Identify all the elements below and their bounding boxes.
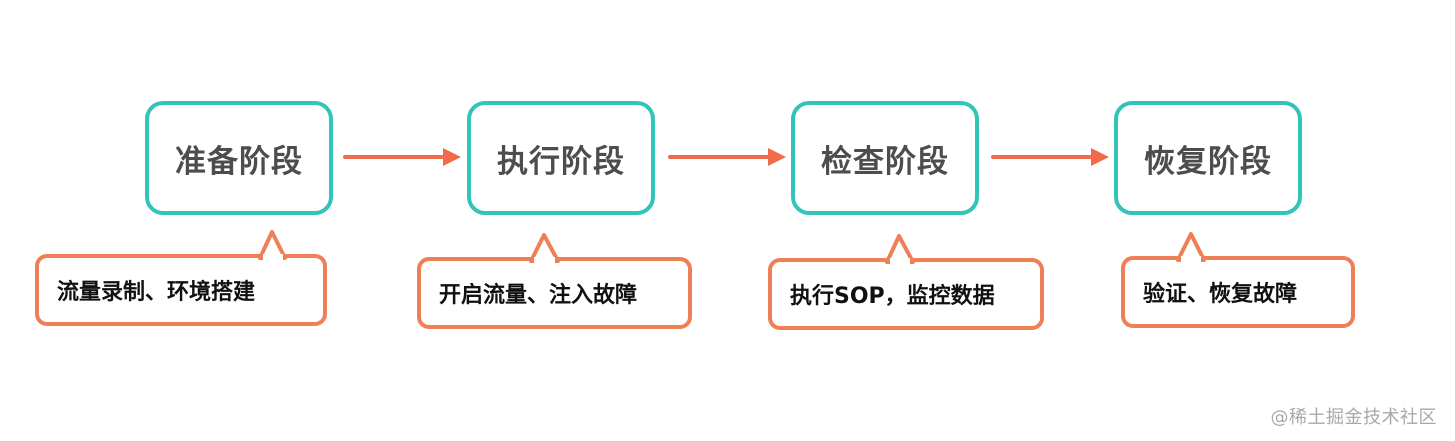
stage-label-preparation: 准备阶段 [175,143,303,180]
arrow-icon [668,148,786,166]
note-execution: 开启流量、注入故障 [417,257,692,329]
stage-label-recovery: 恢复阶段 [1144,143,1272,180]
note-preparation: 流量录制、环境搭建 [35,254,327,326]
note-label-execution: 开启流量、注入故障 [439,283,638,308]
stage-box-execution: 执行阶段 [467,101,655,215]
arrow-icon [343,148,461,166]
callout-pointer-icon [1176,232,1206,264]
callout-pointer-icon [258,230,287,262]
callout-pointer-icon [529,233,560,265]
note-label-check: 执行SOP，监控数据 [790,284,995,309]
arrow-icon [991,148,1109,166]
note-label-recovery: 验证、恢复故障 [1143,282,1298,307]
callout-pointer-icon [885,234,915,266]
note-label-preparation: 流量录制、环境搭建 [57,280,256,305]
stage-label-check: 检查阶段 [821,143,949,180]
stage-label-execution: 执行阶段 [497,143,625,180]
stage-box-recovery: 恢复阶段 [1114,101,1302,215]
note-recovery: 验证、恢复故障 [1121,256,1355,328]
watermark-text: @稀土掘金技术社区 [1270,407,1437,428]
stage-box-preparation: 准备阶段 [145,101,333,215]
note-check: 执行SOP，监控数据 [768,258,1044,330]
stage-box-check: 检查阶段 [791,101,979,215]
